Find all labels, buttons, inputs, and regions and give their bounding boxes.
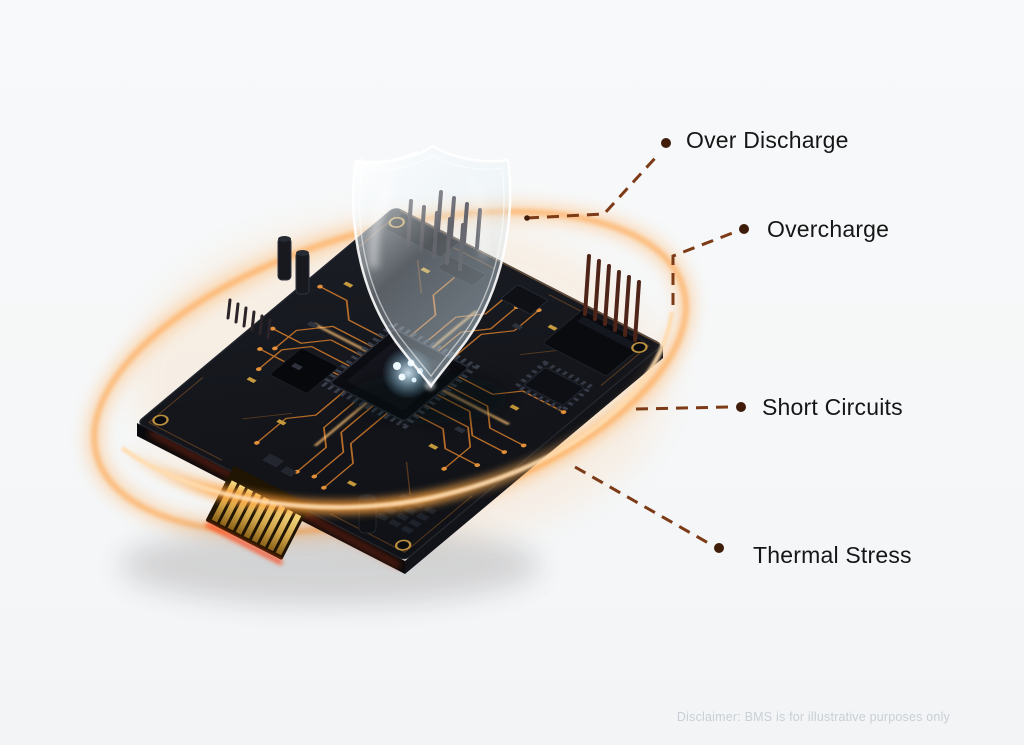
pin-header-left <box>226 298 272 340</box>
board-shadow <box>120 525 540 605</box>
leader-overcharge <box>671 230 736 305</box>
callout-lines <box>526 154 736 546</box>
dot-short-circuits <box>736 402 746 412</box>
callout-thermal-stress: Thermal Stress <box>753 542 912 568</box>
leader-over-discharge <box>526 154 659 220</box>
shield-icon <box>351 144 512 390</box>
dot-over-discharge <box>661 138 671 148</box>
callout-short-circuits: Short Circuits <box>762 394 903 420</box>
ic-small-top <box>501 284 548 315</box>
passives-dark <box>262 321 524 477</box>
ic-left-black <box>270 348 339 394</box>
callout-overcharge: Overcharge <box>767 216 890 242</box>
pin-header-right <box>583 254 641 342</box>
connector-glow <box>204 521 284 566</box>
callout-dots <box>524 138 749 553</box>
dot-thermal-stress <box>714 543 724 553</box>
leader-thermal-stress <box>574 465 711 546</box>
sparkle-icon <box>354 158 370 174</box>
disclaimer-text: Disclaimer: BMS is for illustrative purp… <box>676 710 950 724</box>
callout-over-discharge: Over Discharge <box>686 127 849 153</box>
glow-ring-front <box>117 310 679 515</box>
dot-overcharge <box>739 224 749 234</box>
leader-short-circuits <box>635 405 731 411</box>
